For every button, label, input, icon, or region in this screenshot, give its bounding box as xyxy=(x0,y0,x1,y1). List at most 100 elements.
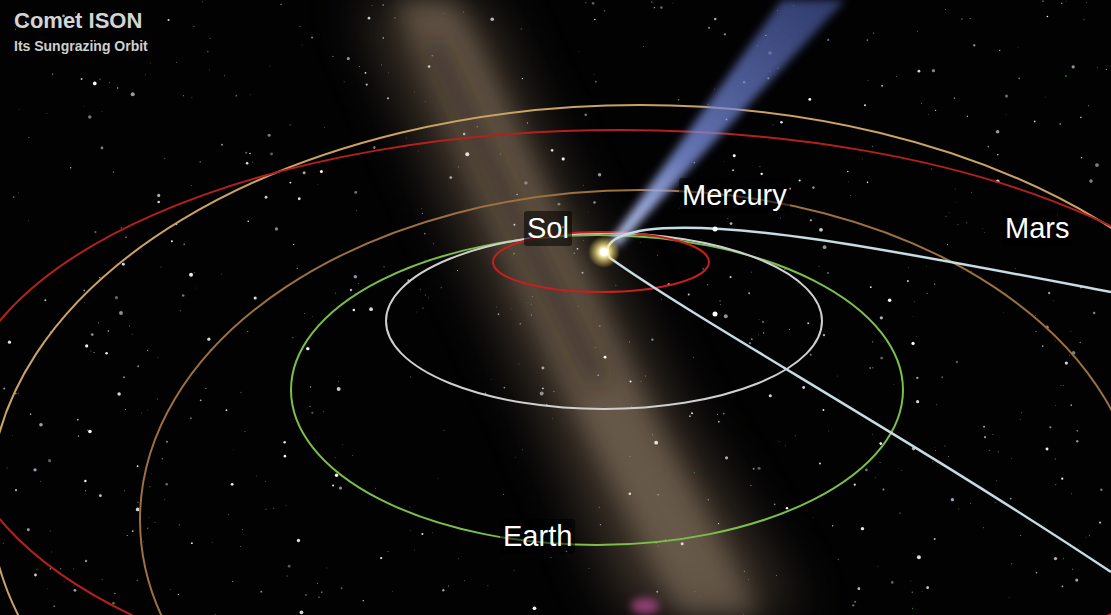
comet-tail xyxy=(610,0,845,246)
star xyxy=(872,433,874,435)
star xyxy=(751,338,752,339)
star xyxy=(115,296,118,299)
star xyxy=(584,114,587,117)
star xyxy=(1046,448,1049,451)
star xyxy=(326,567,328,569)
star xyxy=(424,294,426,296)
mars-orbit xyxy=(0,130,1111,615)
star xyxy=(577,248,579,250)
star xyxy=(1072,569,1073,570)
star xyxy=(51,551,53,553)
star xyxy=(151,472,153,474)
star xyxy=(1077,430,1078,431)
star xyxy=(880,340,882,342)
star xyxy=(724,33,726,35)
star xyxy=(265,196,268,199)
star xyxy=(1044,96,1046,98)
star xyxy=(948,456,950,458)
star xyxy=(1015,268,1017,270)
star xyxy=(600,524,601,525)
star xyxy=(725,456,728,459)
star xyxy=(656,254,658,256)
star xyxy=(944,9,946,11)
star xyxy=(513,569,515,571)
star xyxy=(718,421,720,423)
star xyxy=(1065,75,1067,77)
star xyxy=(970,18,971,19)
star xyxy=(708,27,710,29)
star xyxy=(893,383,895,385)
star xyxy=(416,311,418,313)
star xyxy=(874,477,876,479)
star xyxy=(995,480,997,482)
star xyxy=(81,78,83,80)
star xyxy=(247,220,249,222)
star xyxy=(881,85,883,87)
star xyxy=(867,80,868,81)
star xyxy=(951,498,954,501)
star xyxy=(1100,488,1102,490)
star xyxy=(936,404,938,406)
star xyxy=(503,494,505,496)
star xyxy=(300,610,304,614)
star xyxy=(657,545,659,547)
star xyxy=(1003,312,1005,314)
star xyxy=(818,266,820,268)
star xyxy=(807,322,809,324)
star xyxy=(304,312,306,314)
star xyxy=(802,386,805,389)
star xyxy=(221,144,223,146)
star xyxy=(700,239,702,241)
star xyxy=(1021,412,1023,414)
star xyxy=(1085,536,1087,538)
star xyxy=(114,593,115,594)
star xyxy=(912,315,914,317)
star xyxy=(744,571,745,572)
star xyxy=(37,569,38,570)
star xyxy=(769,394,772,397)
star xyxy=(8,341,11,344)
star xyxy=(719,300,720,301)
star xyxy=(60,568,61,569)
star xyxy=(247,331,248,332)
star xyxy=(369,307,373,311)
star xyxy=(592,2,595,5)
star xyxy=(306,347,309,350)
star xyxy=(873,33,874,34)
star xyxy=(654,441,658,445)
star xyxy=(1060,123,1061,124)
star xyxy=(339,486,342,489)
star xyxy=(201,1,203,3)
star xyxy=(343,81,345,83)
star xyxy=(457,166,459,168)
star xyxy=(347,57,350,60)
star xyxy=(982,527,984,529)
star xyxy=(693,357,694,358)
star xyxy=(640,380,642,382)
comet-orbit xyxy=(608,228,1111,572)
star xyxy=(934,446,936,448)
star xyxy=(513,253,515,255)
star xyxy=(307,592,309,594)
star xyxy=(414,549,416,551)
star xyxy=(122,263,125,266)
star xyxy=(298,197,301,200)
star xyxy=(789,329,790,330)
star xyxy=(931,168,933,170)
star xyxy=(558,203,561,206)
star xyxy=(786,507,788,509)
star xyxy=(99,78,100,79)
star xyxy=(214,614,216,615)
star xyxy=(465,152,469,156)
star xyxy=(926,265,928,267)
star xyxy=(657,494,658,495)
star xyxy=(879,462,881,464)
star xyxy=(190,417,191,418)
star xyxy=(374,487,376,489)
star xyxy=(772,124,774,126)
star xyxy=(1017,46,1019,48)
star xyxy=(462,11,464,13)
star xyxy=(733,154,736,157)
star xyxy=(896,75,898,77)
star xyxy=(955,201,957,203)
